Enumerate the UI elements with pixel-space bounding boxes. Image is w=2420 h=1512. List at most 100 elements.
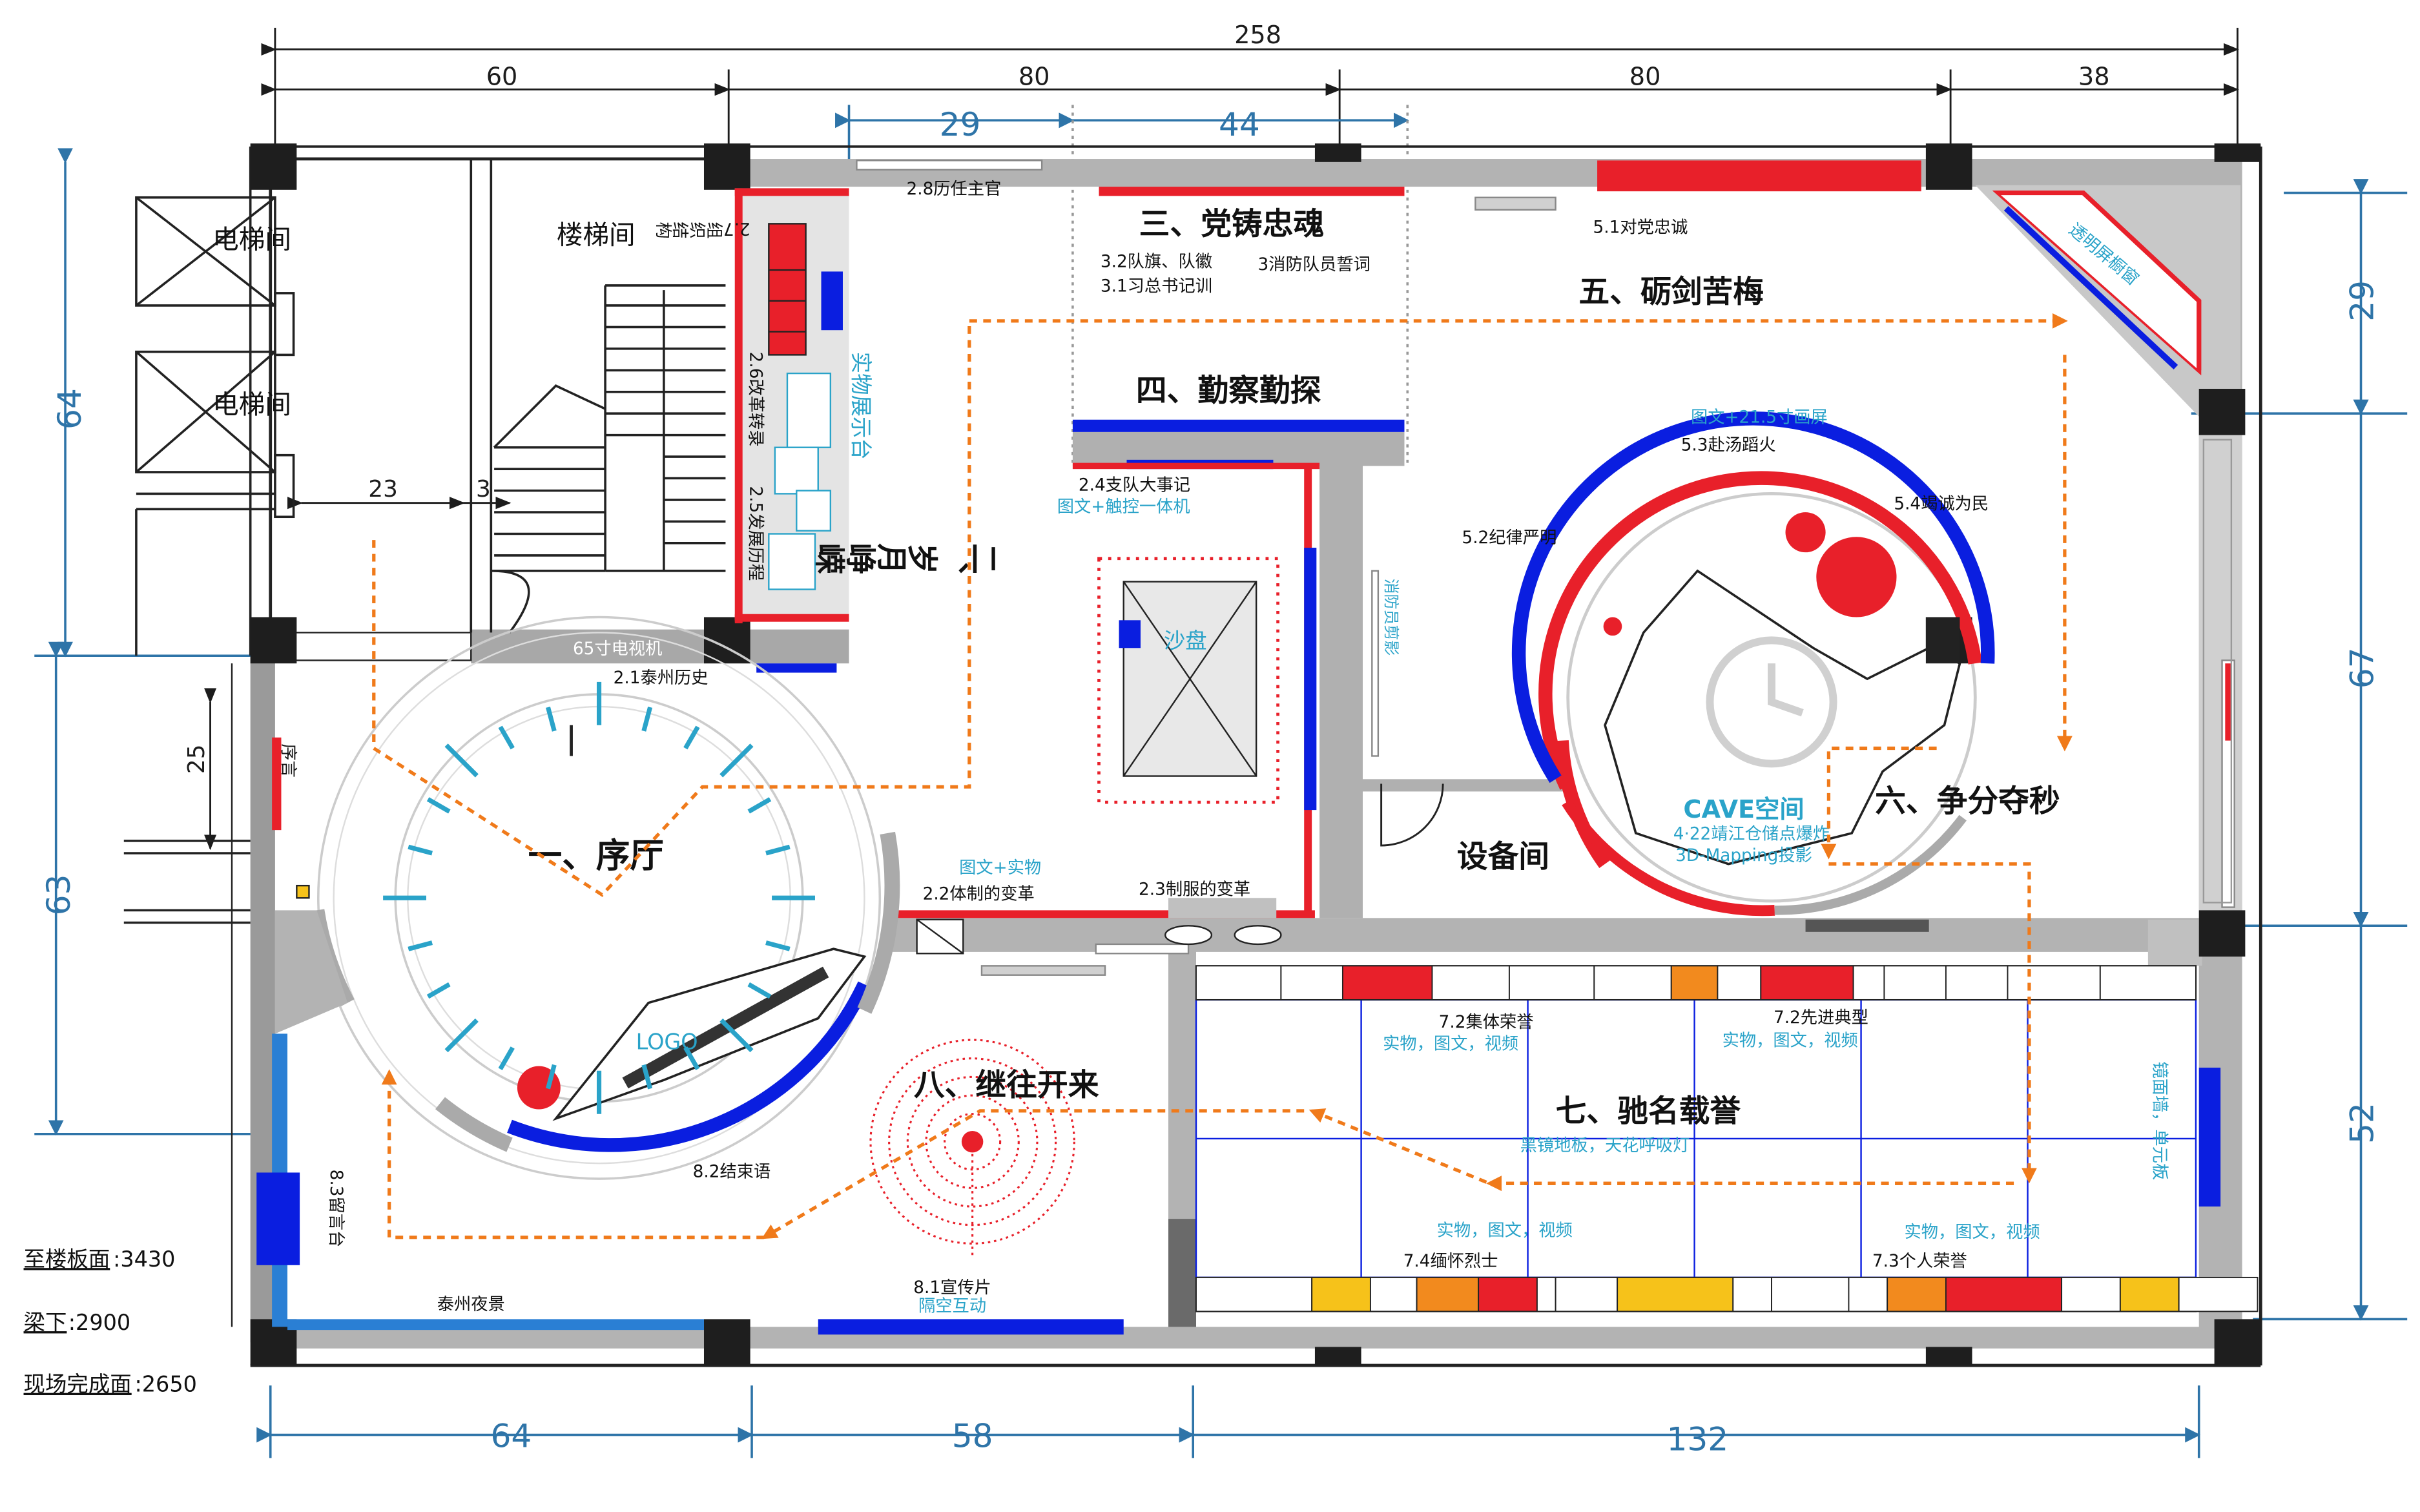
label-leaders-28: 2.8历任主官 xyxy=(907,180,1002,199)
dim-corridor: 25 xyxy=(183,744,210,774)
dim-right-2: 67 xyxy=(2343,647,2381,689)
lobby-tick xyxy=(546,1064,557,1090)
label-system-22: 2.2体制的变革 xyxy=(923,885,1035,904)
label-touch: 图文+触控一体机 xyxy=(1057,497,1190,517)
panel-segment xyxy=(1555,1276,1619,1312)
clip-panel xyxy=(1371,570,1380,757)
lobby-tick xyxy=(498,725,515,750)
dim-stair-gap: 3 xyxy=(476,476,491,502)
panel-segment xyxy=(1945,1276,2063,1312)
panel-segment xyxy=(1195,1276,1313,1312)
lobby-tick xyxy=(765,940,791,951)
label-tv65: 65寸电视机 xyxy=(573,639,663,659)
top-dimensions xyxy=(261,27,2239,147)
room-elevator-2: 电梯间 xyxy=(212,389,291,420)
panel-segment xyxy=(1508,965,1595,1000)
lobby-tick xyxy=(641,707,653,732)
panel-segment xyxy=(1883,965,1947,1000)
dim-inner-2: 44 xyxy=(1219,105,1260,143)
dim-left-1: 64 xyxy=(50,388,88,430)
zone2-wall-exhibits xyxy=(734,188,849,673)
dim-left-2: 63 xyxy=(39,875,78,916)
label-collective-72: 7.2集体荣誉 xyxy=(1439,1013,1534,1032)
dim-top-1: 60 xyxy=(486,63,518,91)
dim-right-1: 29 xyxy=(2343,280,2381,322)
dim-top-3: 80 xyxy=(1629,63,1661,91)
panel-segment xyxy=(1280,965,1343,1000)
panel-segment xyxy=(1593,965,1672,1000)
dim-bottom-3: 132 xyxy=(1666,1420,1728,1458)
visitor-route xyxy=(372,313,2073,1239)
label-cave: CAVE空间 xyxy=(1683,796,1804,824)
lobby-ticks xyxy=(383,681,815,1114)
panel-segment xyxy=(1617,1276,1734,1312)
zone-title-6: 六、争分夺秒 xyxy=(1875,783,2060,819)
label-showcase: 实物展示台 xyxy=(849,352,874,460)
label-mixed-1: 实物，图文，视频 xyxy=(1383,1034,1518,1053)
dim-bottom-1: 64 xyxy=(490,1417,532,1455)
dim-inner-1: 29 xyxy=(940,105,981,143)
label-martyrs-74: 7.4缅怀烈士 xyxy=(1403,1252,1498,1271)
zone-title-7: 七、驰名载誉 xyxy=(1556,1094,1741,1130)
label-mirror: 镜面墙，单元板 xyxy=(2149,1061,2169,1180)
lobby-tick xyxy=(444,743,479,778)
dim-top-total: 258 xyxy=(1234,21,1281,50)
panel-segment xyxy=(1341,965,1433,1000)
label-promo-81: 8.1宣传片 xyxy=(913,1278,991,1298)
lobby-tick xyxy=(765,844,791,856)
label-mixed-4: 实物，图文，视频 xyxy=(1904,1223,2040,1242)
note-beam-value: :2900 xyxy=(68,1310,130,1335)
height-notes: 至楼板面 :3430 梁下 :2900 现场完成面 :2650 xyxy=(24,1247,197,1396)
zone-title-8: 八、继往开来 xyxy=(914,1068,1099,1103)
room-elevator-1: 电梯间 xyxy=(212,224,291,255)
elevator-shafts xyxy=(135,196,295,656)
lobby-tick xyxy=(641,1064,653,1090)
lobby-tick xyxy=(747,982,772,999)
zone7-bottom-panels xyxy=(1195,1276,2259,1312)
sand-table xyxy=(1097,557,1279,804)
label-loyal-51: 5.1对党忠诚 xyxy=(1593,218,1688,238)
lobby-tick xyxy=(426,797,451,814)
zone-title-2: 二、岁月峥嵘 xyxy=(815,537,1000,574)
panel-segment xyxy=(1416,1276,1480,1312)
lobby-tick xyxy=(683,725,700,750)
label-mixed-3: 实物，图文，视频 xyxy=(1437,1221,1573,1240)
note-floor-value: :3430 xyxy=(113,1247,175,1272)
lobby-tick xyxy=(408,844,433,856)
panel-segment xyxy=(1852,965,1885,1000)
label-reform-26: 2.6改革转录 xyxy=(746,352,765,447)
zone3-zone4-walls xyxy=(895,187,1405,918)
panel-segment xyxy=(1717,965,1762,1000)
dim-right-3: 52 xyxy=(2343,1103,2381,1144)
zone-title-1: 一、序厅 xyxy=(528,836,664,875)
note-beam-label: 梁下 xyxy=(24,1310,67,1335)
label-events-24: 2.4支队大事记 xyxy=(1079,476,1190,495)
label-org-27: 2.7组织结构 xyxy=(656,219,750,239)
dim-bottom-2: 58 xyxy=(952,1417,993,1455)
label-discipline-52: 5.2纪律严明 xyxy=(1462,528,1557,548)
lobby-tick xyxy=(426,982,451,999)
panel-segment xyxy=(2178,1276,2259,1312)
label-fire-53: 5.3赴汤蹈火 xyxy=(1681,436,1776,455)
label-screen: 图文+21.5寸画屏 xyxy=(1691,408,1828,428)
label-cave-sub2: 3D-Mapping投影 xyxy=(1675,846,1812,865)
panel-segment xyxy=(1887,1276,1947,1312)
label-sand: 沙盘 xyxy=(1164,628,1207,653)
lobby-tick xyxy=(408,940,433,951)
panel-segment xyxy=(1536,1276,1556,1312)
label-air: 隔空互动 xyxy=(918,1296,986,1316)
staircase xyxy=(470,159,726,634)
lobby-tick xyxy=(719,1018,754,1053)
label-flag-32: 3.2队旗、队徽 xyxy=(1101,252,1212,271)
panel-segment xyxy=(1771,1276,1850,1312)
dim-top-2: 80 xyxy=(1019,63,1050,91)
bottom-dimensions xyxy=(256,1385,2201,1458)
label-mixed-2: 实物，图文，视频 xyxy=(1722,1031,1858,1051)
panel-segment xyxy=(1760,965,1854,1000)
right-wall-details xyxy=(2202,439,2235,908)
panel-segment xyxy=(1195,965,1282,1000)
cave-space xyxy=(1511,411,1995,917)
zone8-center xyxy=(961,1130,984,1153)
lobby-tick xyxy=(444,1018,479,1053)
